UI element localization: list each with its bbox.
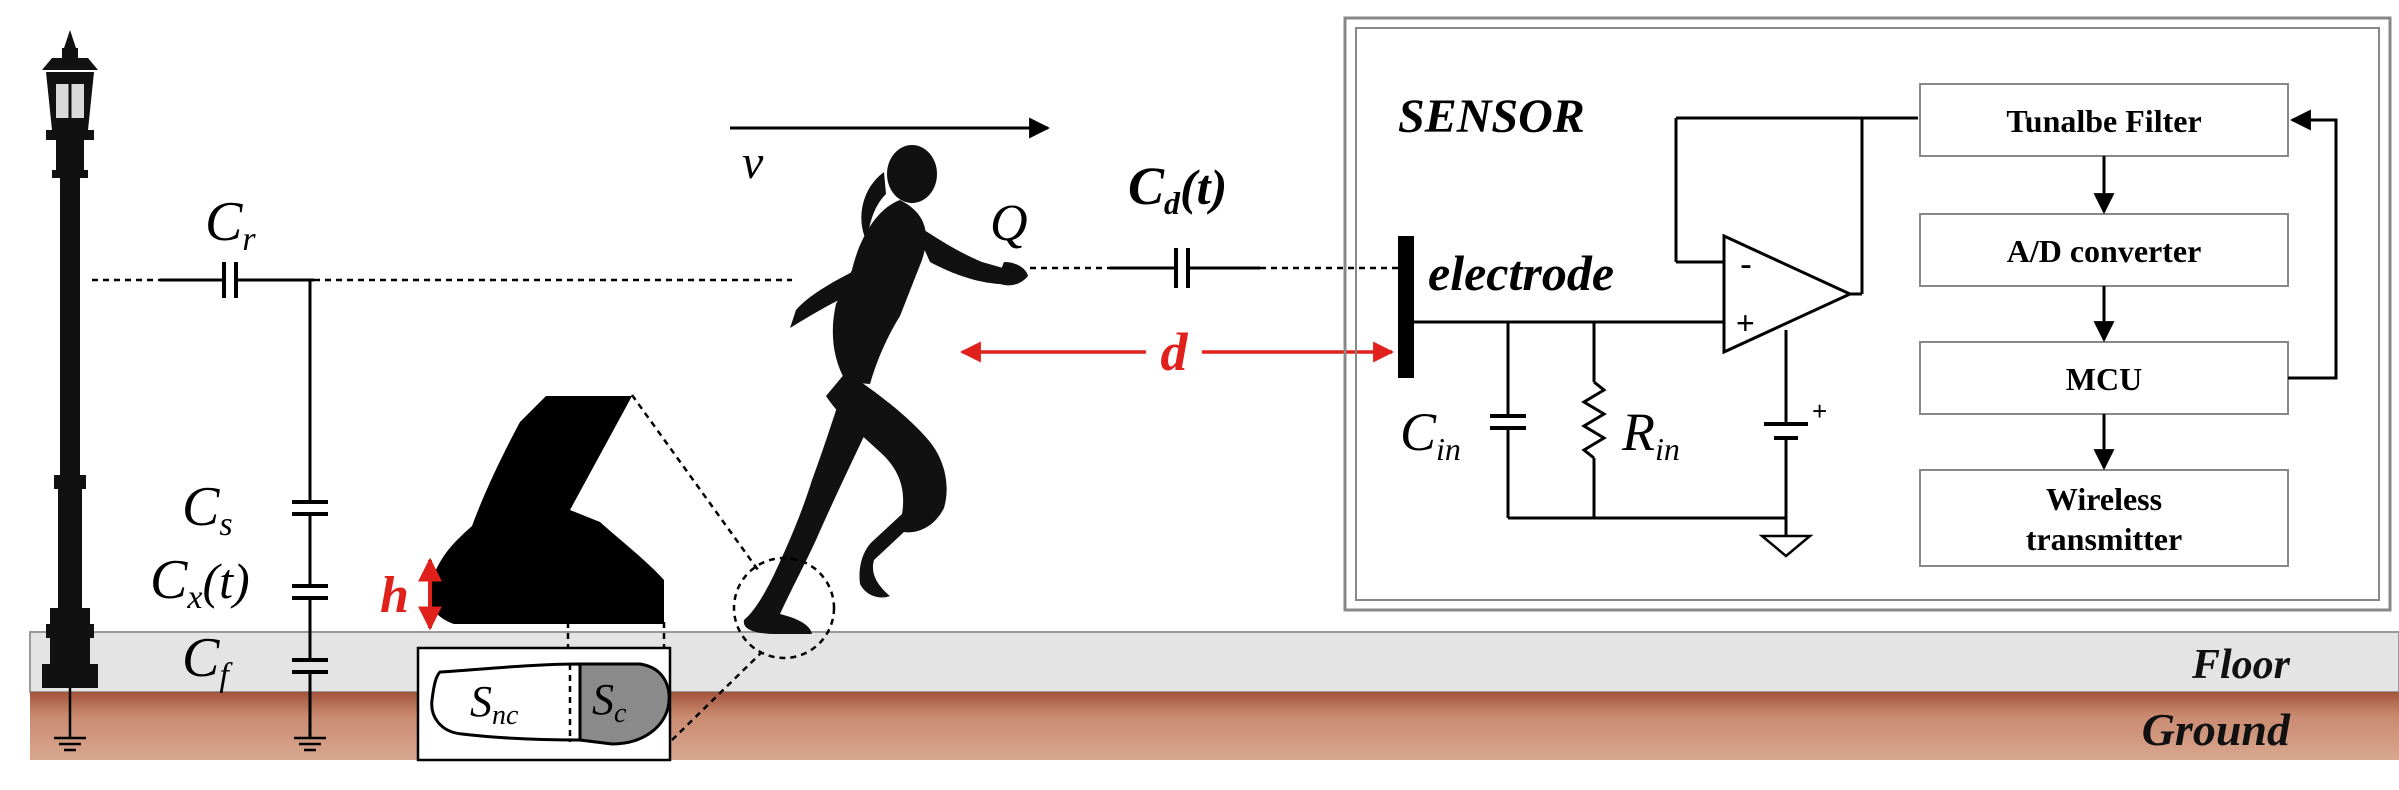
filter-block-label: Tunalbe Filter — [2006, 103, 2201, 139]
floor-strip — [29, 631, 2399, 693]
footprint-non-contact-area — [430, 662, 582, 742]
wireless-block-label-1: Wireless — [2046, 481, 2162, 517]
sensor-box-inner — [1355, 27, 2380, 601]
floor-label: Floor — [2191, 642, 2291, 688]
adc-block — [1919, 213, 2289, 287]
foot-zoom-circle — [732, 556, 836, 660]
electrode-label: electrode — [1428, 245, 1614, 301]
rin-resistor — [1581, 380, 1607, 460]
cd-label: Cd(t) — [1128, 156, 1227, 221]
cs-label: Cs — [182, 476, 233, 543]
rin-label: Rin — [1621, 402, 1680, 467]
chain-ground-symbol — [294, 736, 326, 752]
distance-d-label: d — [1161, 322, 1189, 382]
footprint-contact-area — [578, 662, 671, 746]
cr-label: Cr — [205, 191, 256, 258]
h-label: h — [380, 567, 409, 624]
sensor-box-outer — [1343, 16, 2392, 612]
battery-plus: + — [1812, 396, 1827, 426]
electrode-plate — [1398, 236, 1414, 378]
velocity-label: v — [742, 136, 764, 189]
ground-strip — [30, 692, 2399, 760]
circuit-ground-symbol — [1758, 534, 1814, 558]
shoe-enlarged — [428, 396, 664, 624]
op-amp-plus: + — [1736, 305, 1755, 341]
arrow-mcu-feedback-to-filter — [2288, 109, 2338, 380]
op-amp-minus: - — [1740, 243, 1752, 284]
snc-label: Snc — [470, 677, 519, 731]
wireless-block-label-2: transmitter — [2026, 521, 2182, 557]
sensor-title: SENSOR — [1398, 90, 1585, 143]
charge-q-label: Q — [990, 195, 1028, 252]
ground-label: Ground — [2142, 704, 2291, 755]
lamp-ground-symbol — [54, 688, 86, 752]
cx-label: Cx(t) — [150, 549, 250, 616]
mcu-block-label: MCU — [2066, 361, 2142, 397]
adc-block-label: A/D converter — [2007, 233, 2202, 269]
street-lamp — [42, 30, 98, 688]
op-amp — [1722, 233, 1854, 355]
runner-silhouette — [743, 145, 1028, 634]
sc-label: Sc — [592, 675, 627, 729]
cin-label: Cin — [1400, 402, 1461, 467]
